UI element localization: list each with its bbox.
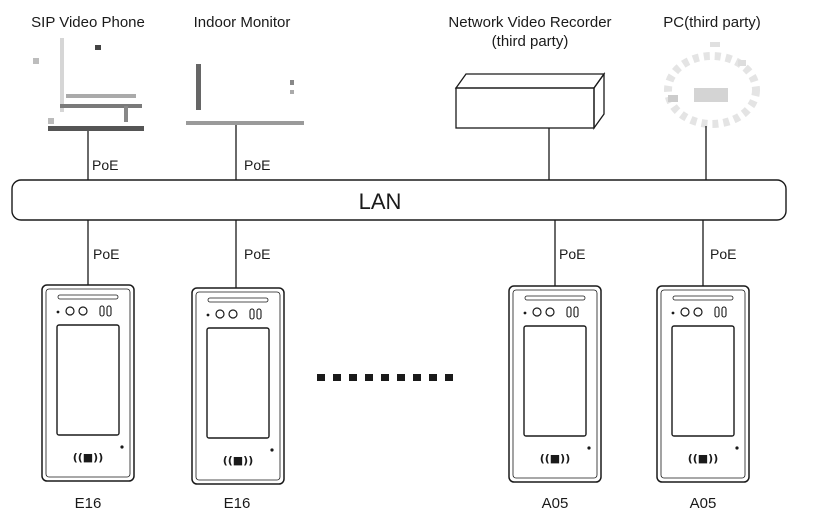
sip-video-phone-label: SIP Video Phone	[31, 14, 145, 31]
poe-label-sip: PoE	[92, 157, 118, 173]
svg-text:((■)): ((■))	[223, 454, 254, 467]
face-recognition-terminal-icon: ((■))	[508, 285, 602, 483]
svg-text:((■)): ((■))	[73, 451, 104, 464]
indoor-monitor-icon	[186, 64, 304, 125]
terminal-label-4: A05	[690, 495, 717, 512]
indoor-monitor-label: Indoor Monitor	[194, 14, 291, 31]
sip-video-phone-icon	[33, 38, 144, 131]
more-terminals-ellipsis	[317, 374, 453, 381]
terminal-label-1: E16	[75, 495, 102, 512]
face-recognition-terminal-icon: ((■))	[41, 284, 135, 482]
face-recognition-terminal-icon: ((■))	[656, 285, 750, 483]
nvr-icon	[454, 71, 606, 131]
nvr-label-sub: (third party)	[492, 33, 569, 50]
pc-label: PC(third party)	[663, 14, 761, 31]
poe-label-terminal-1: PoE	[93, 246, 119, 262]
terminal-e16-1: ((■))	[41, 284, 135, 482]
svg-text:((■)): ((■))	[688, 452, 719, 465]
bottom-connection-lines	[87, 220, 704, 288]
nvr-label: Network Video Recorder	[448, 14, 611, 31]
poe-label-terminal-4: PoE	[710, 246, 736, 262]
terminal-e16-2: ((■))	[191, 287, 285, 485]
top-connection-lines	[87, 125, 707, 180]
poe-label-indoor: PoE	[244, 157, 270, 173]
terminal-a05-2: ((■))	[656, 285, 750, 483]
poe-label-terminal-3: PoE	[559, 246, 585, 262]
svg-text:((■)): ((■))	[540, 452, 571, 465]
lan-label: LAN	[359, 189, 402, 214]
poe-label-terminal-2: PoE	[244, 246, 270, 262]
terminal-label-3: A05	[542, 495, 569, 512]
lan-bus	[11, 179, 787, 221]
terminal-label-2: E16	[224, 495, 251, 512]
terminal-a05-1: ((■))	[508, 285, 602, 483]
pc-icon	[664, 42, 760, 128]
face-recognition-terminal-icon: ((■))	[191, 287, 285, 485]
